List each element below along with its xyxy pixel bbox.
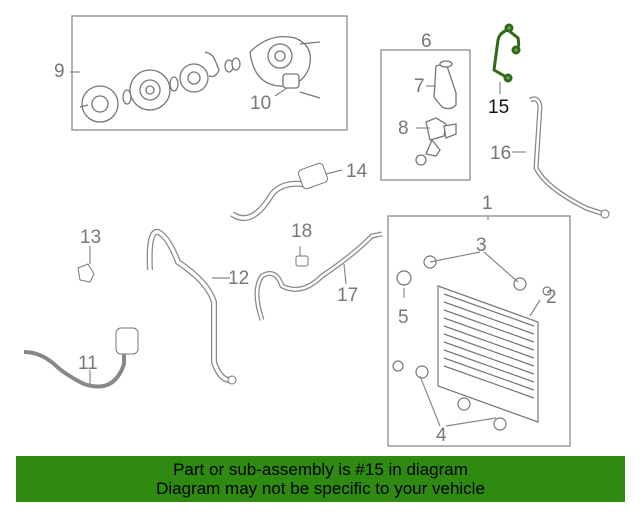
highlighted-hose-15[interactable] [492, 23, 521, 83]
callout-9: 9 [54, 61, 65, 82]
receiver-group-box [380, 49, 471, 181]
callout-14: 14 [346, 161, 368, 182]
callout-5: 5 [398, 307, 409, 328]
callout-8: 8 [398, 118, 409, 139]
banner-line-2: Diagram may not be specific to your vehi… [156, 479, 485, 498]
callout-2: 2 [546, 287, 557, 308]
compressor-group-box [71, 15, 348, 131]
callout-3: 3 [476, 235, 487, 256]
callout-18: 18 [291, 221, 313, 242]
callout-4: 4 [436, 425, 447, 446]
receiver-drier-parts[interactable] [415, 60, 457, 166]
pressure-switch-11[interactable] [23, 350, 126, 389]
callout-1: 1 [482, 193, 493, 214]
fitment-banner: Part or sub-assembly is #15 in diagram D… [16, 456, 625, 502]
parts-diagram [23, 15, 610, 447]
callout-7: 7 [414, 76, 425, 97]
callout-6: 6 [421, 31, 432, 52]
compressor-assembly[interactable] [79, 35, 321, 123]
bracket-13[interactable] [77, 263, 95, 283]
callout-10: 10 [250, 93, 272, 114]
discharge-hose-12[interactable] [146, 229, 231, 383]
condenser-group-box [387, 215, 571, 447]
callout-16: 16 [490, 143, 512, 164]
callout-12: 12 [228, 268, 250, 289]
callout-15: 15 [488, 97, 510, 118]
callout-11: 11 [78, 353, 98, 374]
callout-13: 13 [80, 227, 102, 248]
callout-17: 17 [337, 285, 359, 306]
banner-line-1: Part or sub-assembly is #15 in diagram [173, 460, 468, 479]
condenser-core-2[interactable] [437, 285, 539, 423]
